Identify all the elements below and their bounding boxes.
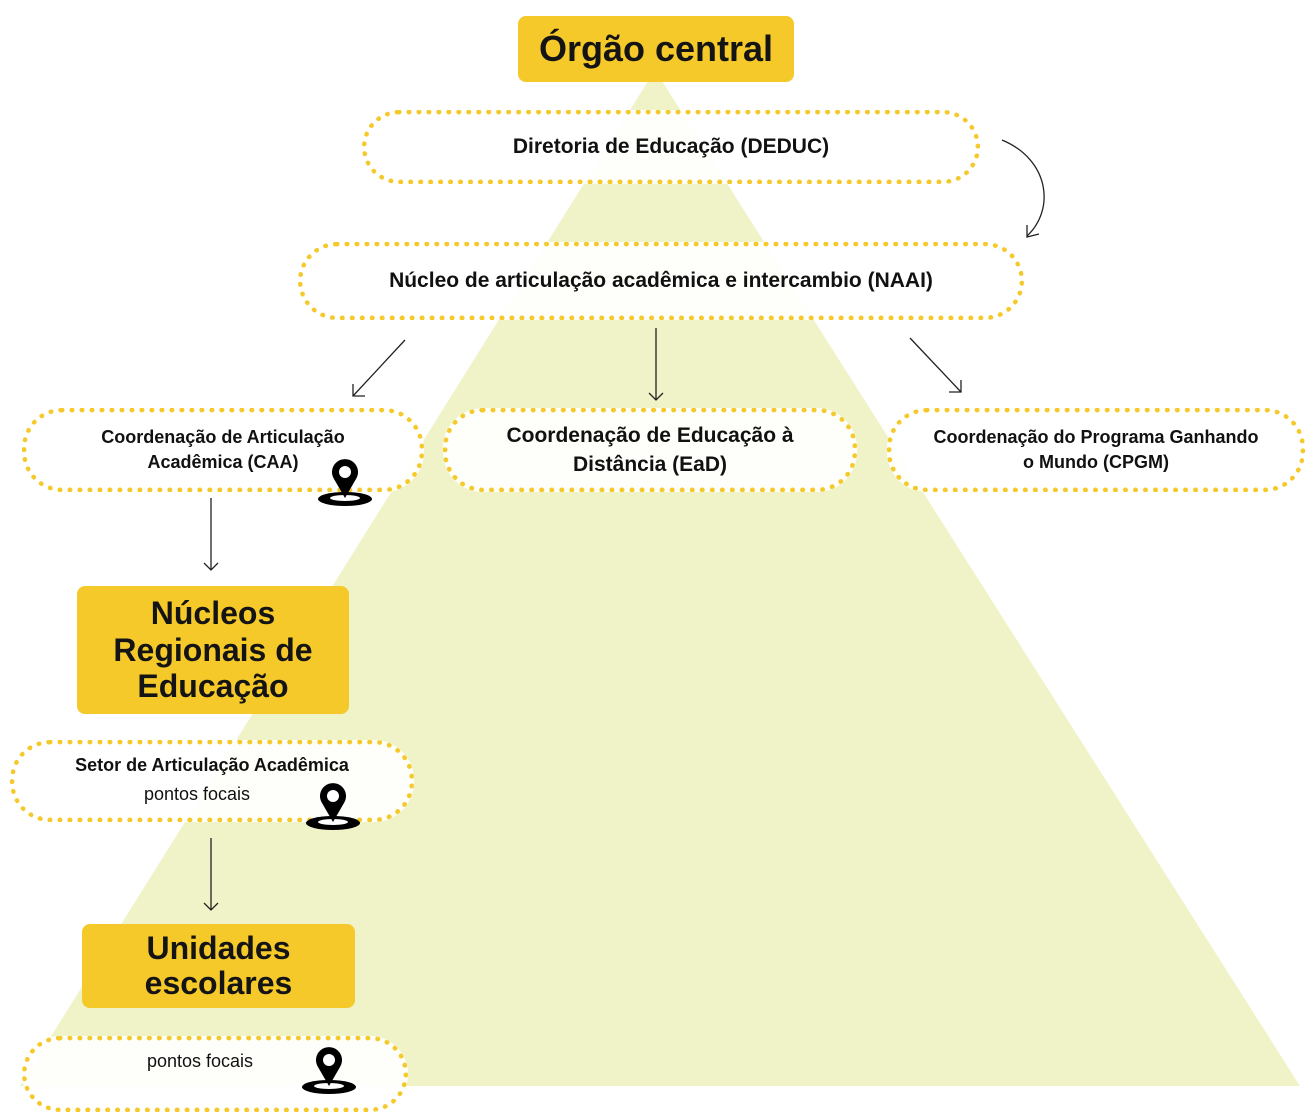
header-orgao-central: Órgão central <box>518 16 794 82</box>
node-schools-subtitle: pontos focais <box>146 1051 254 1071</box>
arrow-setor-to-unidades-head <box>203 902 219 911</box>
node-caa-label: Coordenação de Articulação Acadêmica (CA… <box>101 426 345 472</box>
arrow-naai-to-caa <box>352 339 406 397</box>
arrow-naai-to-ead-head <box>648 392 664 401</box>
arrow-caa-to-nucleos-head <box>203 562 219 571</box>
arrow-deduc-to-naai <box>1001 139 1045 237</box>
pyramid-shape <box>20 70 1300 1086</box>
arrow-naai-to-caa-head <box>352 384 365 397</box>
node-cpgm-label: Coordenação do Programa Ganhando o Mundo… <box>933 426 1259 472</box>
node-naai-label: Núcleo de articulação acadêmica e interc… <box>389 269 933 293</box>
node-deduc-label: Diretoria de Educação (DEDUC) <box>512 135 830 159</box>
location-pin-icon <box>306 783 360 830</box>
node-ead: Coordenação de Educação à Distância (EaD… <box>443 408 857 492</box>
node-cpgm: Coordenação do Programa Ganhando o Mundo… <box>887 408 1305 492</box>
node-setor: Setor de Articulação Acadêmica pontos fo… <box>10 740 414 822</box>
node-deduc: Diretoria de Educação (DEDUC) <box>362 110 980 184</box>
connector-arrows <box>203 139 1045 911</box>
arrow-naai-to-cpgm <box>909 337 962 393</box>
node-setor-subtitle: pontos focais <box>143 784 251 805</box>
pyramid-background <box>20 70 1300 1086</box>
arrow-naai-to-cpgm-head <box>949 380 962 393</box>
node-ead-label: Coordenação de Educação à Distância (EaD… <box>506 423 794 476</box>
node-naai: Núcleo de articulação acadêmica e interc… <box>298 242 1024 320</box>
header-nucleos-regionais: Núcleos Regionais de Educação <box>77 586 349 714</box>
node-setor-label: Setor de Articulação Acadêmica <box>75 755 349 775</box>
header-unidades-escolares: Unidades escolares <box>82 924 355 1008</box>
location-pin-icon <box>318 459 372 506</box>
arrow-deduc-to-naai-head <box>1026 225 1040 238</box>
node-caa: Coordenação de Articulação Acadêmica (CA… <box>22 408 424 492</box>
